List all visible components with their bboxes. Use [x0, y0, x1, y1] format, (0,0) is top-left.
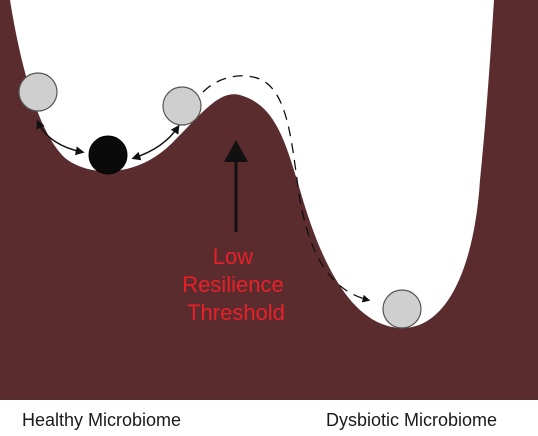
healthy-microbiome-caption: Healthy Microbiome [22, 410, 182, 430]
ball-grey-upper-left [18, 72, 58, 112]
ball-black-healthy [88, 135, 128, 175]
double-arrow-left [36, 119, 85, 156]
dysbiotic-microbiome-caption: Dysbiotic Microbiome [326, 410, 498, 430]
dashed-trajectory [202, 75, 371, 303]
threshold-label: Low Resilience Threshold [182, 244, 290, 325]
threshold-arrow-head [224, 140, 248, 162]
threshold-label-line-1: Low [213, 244, 253, 269]
ball-grey-hilltop [162, 86, 202, 126]
ball-grey-dysbiotic [382, 289, 422, 329]
threshold-label-line-3: Threshold [187, 300, 285, 325]
double-arrow-right [131, 124, 180, 161]
landscape-terrain [0, 0, 538, 400]
threshold-label-line-2: Resilience [182, 272, 284, 297]
